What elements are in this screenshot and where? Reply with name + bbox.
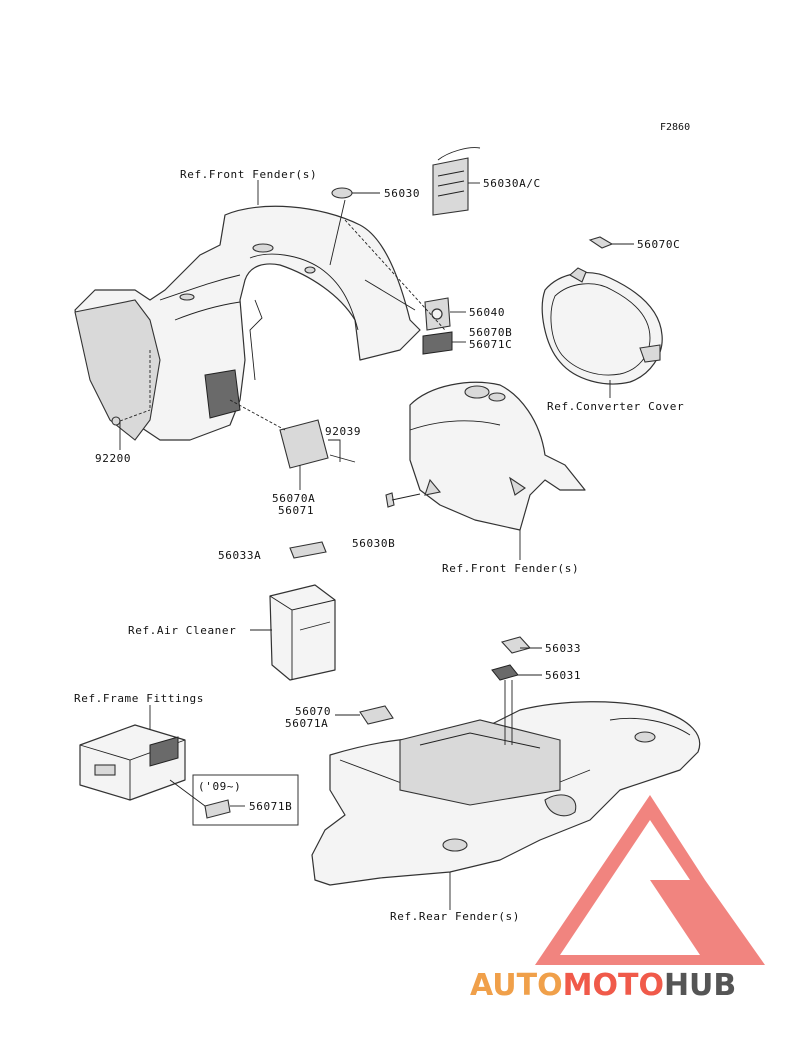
- part-label-56031: 56031: [545, 669, 581, 682]
- decal-56030: [331, 187, 353, 199]
- ref-front-fender-mid: Ref.Front Fender(s): [442, 562, 579, 575]
- part-label-56071: 56071: [278, 504, 314, 517]
- part-label-56070c: 56070C: [637, 238, 680, 251]
- watermark-logo: [535, 795, 765, 965]
- decal-56031: [491, 664, 519, 681]
- watermark: AUTOMOTOHUB: [470, 795, 765, 1003]
- decal-56070c: [588, 236, 614, 249]
- air-cleaner-illustration: [269, 584, 336, 681]
- ref-rear-fender: Ref.Rear Fender(s): [390, 910, 520, 923]
- part-label-56030ac: 56030A/C: [483, 177, 541, 190]
- part-label-56040: 56040: [469, 306, 505, 319]
- bolt-92200: [111, 416, 121, 426]
- part-label-56030b: 56030B: [352, 537, 395, 550]
- decal-56030ac-illustration: [432, 147, 481, 216]
- decal-56070a: [279, 419, 329, 469]
- leader-lines: [119, 180, 634, 910]
- part-label-56070b: 56070B: [469, 326, 512, 339]
- year-note-box: [192, 774, 299, 826]
- diagram-code: F2860: [660, 122, 690, 133]
- rivet-92039: [329, 454, 356, 463]
- part-label-56033a: 56033A: [218, 549, 261, 562]
- watermark-text-auto: AUTO: [470, 968, 563, 1003]
- watermark-text-moto: MOTO: [563, 968, 664, 1003]
- part-label-92200: 92200: [95, 452, 131, 465]
- decal-56071b: [204, 799, 231, 819]
- watermark-text: AUTOMOTOHUB: [470, 968, 736, 1003]
- decal-56030b: [385, 492, 395, 508]
- part-label-56033: 56033: [545, 642, 581, 655]
- front-fender-upper-illustration: [74, 205, 421, 441]
- ref-frame-fittings: Ref.Frame Fittings: [74, 692, 204, 705]
- part-label-56071a: 56071A: [285, 717, 328, 730]
- year-note: ('09~): [198, 780, 241, 793]
- part-label-56071b: 56071B: [249, 800, 292, 813]
- decal-56033a: [289, 541, 327, 559]
- decal-56070: [359, 705, 394, 725]
- part-label-92039: 92039: [325, 425, 361, 438]
- watermark-text-hub: HUB: [664, 968, 736, 1003]
- part-label-56070a: 56070A: [272, 492, 315, 505]
- ref-converter-cover: Ref.Converter Cover: [547, 400, 684, 413]
- ref-front-fender-top: Ref.Front Fender(s): [180, 168, 317, 181]
- frame-fittings-illustration: [79, 724, 186, 801]
- front-fender-inner-illustration: [409, 381, 586, 531]
- decal-56033: [500, 636, 532, 654]
- decal-56040-hole: [431, 308, 443, 320]
- decal-56070b: [422, 331, 453, 355]
- rear-fender-illustration: [311, 701, 701, 886]
- part-label-56071c: 56071C: [469, 338, 512, 351]
- part-label-56070: 56070: [295, 705, 331, 718]
- ref-air-cleaner: Ref.Air Cleaner: [128, 624, 236, 637]
- part-label-56030: 56030: [384, 187, 420, 200]
- converter-cover-illustration: [541, 267, 663, 385]
